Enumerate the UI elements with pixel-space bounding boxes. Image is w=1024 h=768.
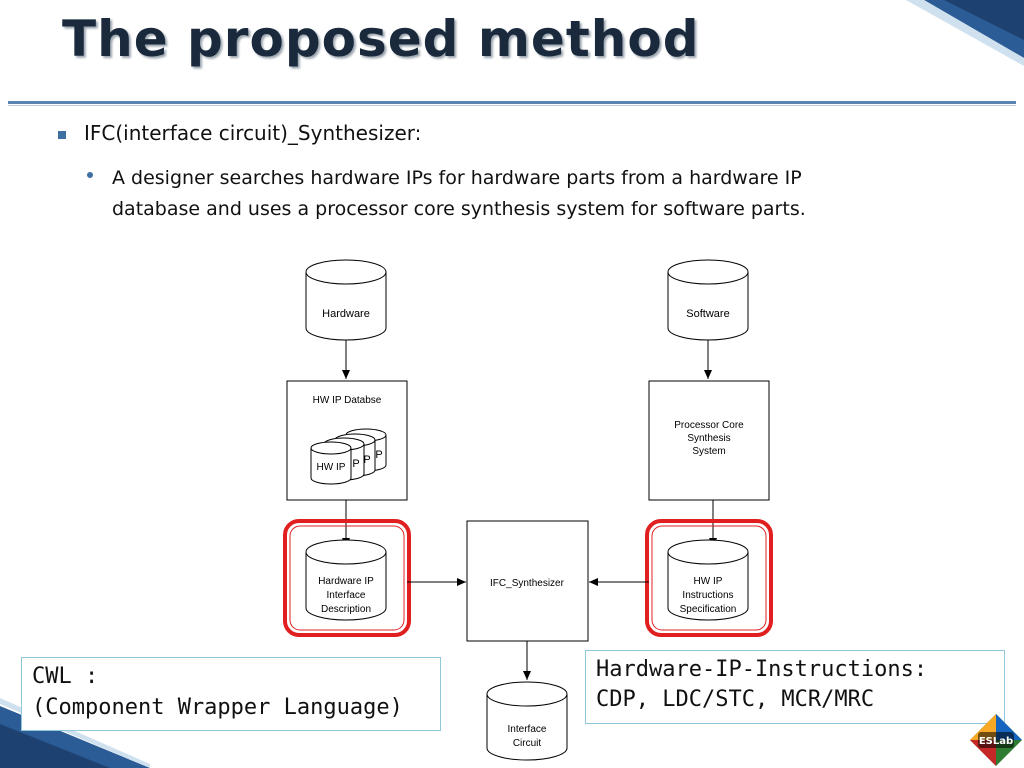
hardware-db-node: Hardware [305, 259, 387, 341]
bullet-level2-line1: A designer searches hardware IPs for har… [112, 167, 802, 189]
bullet-level1: IFC(interface circuit)_Synthesizer: [84, 121, 422, 145]
hw-ip-interface-line3: Description [321, 604, 371, 615]
hw-ip-interface-line2: Interface [327, 590, 366, 601]
bullet-level2: A designer searches hardware IPs for har… [112, 163, 892, 225]
processor-core-node: Processor Core Synthesis System [648, 380, 770, 501]
highlight-hw-ip-instructions-inner [651, 525, 767, 631]
processor-core-line3: System [692, 446, 725, 457]
hw-ip-note-line2: CDP, LDC/STC, MCR/MRC [596, 687, 875, 712]
hw-ip-instructions-note: Hardware-IP-Instructions: CDP, LDC/STC, … [585, 650, 1005, 724]
bullet-level2-line2: database and uses a processor core synth… [112, 198, 806, 220]
hw-ip-stack-label: HW IP [317, 462, 346, 473]
hw-ip-instructions-node: HW IP Instructions Specification [667, 539, 749, 621]
interface-circuit-line2: Circuit [513, 738, 542, 749]
interface-circuit-line1: Interface [508, 724, 547, 735]
hw-ip-note-line1: Hardware-IP-Instructions: [596, 657, 928, 682]
interface-circuit-node: Interface Circuit [486, 681, 568, 761]
hw-ip-instructions-line2: Instructions [682, 590, 733, 601]
top-right-decoration [906, 0, 1024, 66]
cwl-note-line1: CWL : [32, 664, 99, 689]
cwl-note: CWL : (Component Wrapper Language) [21, 657, 441, 731]
hw-ip-database-node: HW IP Databse P P P HW IP [286, 380, 408, 501]
title-divider [8, 101, 1016, 104]
software-db-node: Software [667, 259, 749, 341]
hw-ip-database-title: HW IP Databse [313, 395, 382, 406]
hw-ip-stack-partial-2: P [363, 454, 370, 466]
hw-ip-instructions-line3: Specification [680, 604, 737, 615]
ifc-synthesizer-node: IFC_Synthesizer [466, 520, 589, 642]
hw-ip-stack-partial-1: P [352, 458, 359, 470]
highlight-hw-ip-interface-inner [289, 525, 405, 631]
round-bullet-icon [87, 172, 93, 178]
page-title: The proposed method [62, 10, 700, 68]
hw-ip-cylinder-1: HW IP [310, 441, 352, 485]
hw-ip-stack-partial-3: P [375, 449, 382, 461]
processor-core-line2: Synthesis [687, 433, 730, 444]
hardware-db-label: Hardware [322, 308, 370, 320]
cwl-note-line2: (Component Wrapper Language) [32, 695, 403, 720]
processor-core-line1: Processor Core [674, 420, 744, 431]
title-divider-shadow [8, 105, 1016, 106]
ifc-synthesizer-label: IFC_Synthesizer [490, 578, 565, 589]
eslab-logo-text: ESLab [979, 736, 1013, 747]
square-bullet-icon [58, 131, 66, 139]
hw-ip-instructions-line1: HW IP [694, 576, 723, 587]
software-db-label: Software [686, 308, 729, 320]
hw-ip-interface-node: Hardware IP Interface Description [305, 539, 387, 621]
highlight-hw-ip-instructions [645, 519, 773, 637]
highlight-hw-ip-interface [283, 519, 411, 637]
hw-ip-interface-line1: Hardware IP [318, 576, 374, 587]
eslab-logo: ESLab [970, 714, 1022, 766]
